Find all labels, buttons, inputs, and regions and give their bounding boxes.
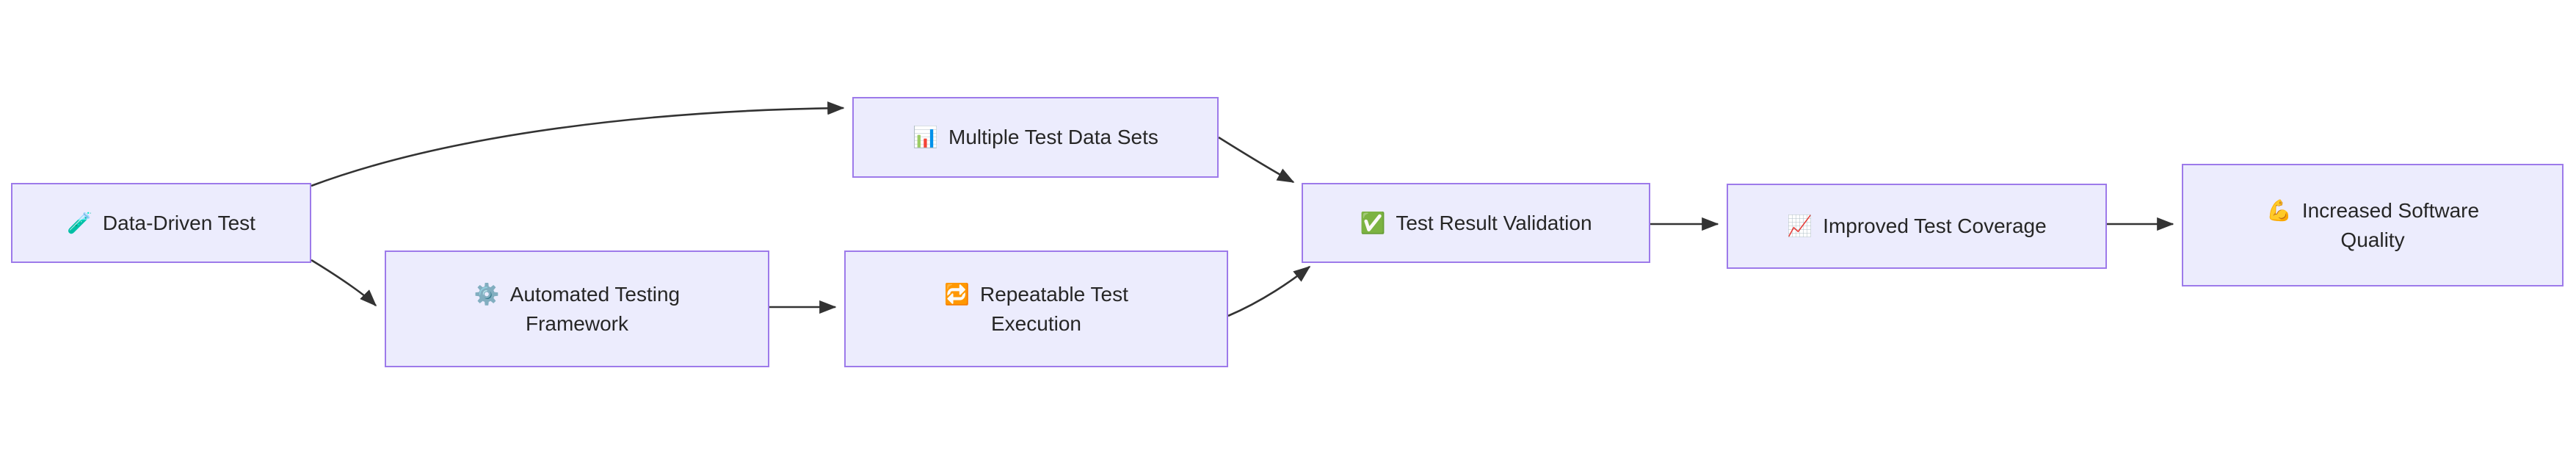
node-label-automated-testing-framework: ⚙️ Automated Testing Framework — [474, 281, 681, 335]
node-label-increased-software-quality: 💪 Increased Software Quality — [2265, 198, 2480, 251]
gear-icon: ⚙️ — [474, 281, 500, 306]
flexed-biceps-icon: 💪 — [2265, 198, 2292, 223]
edge-repeatable-test-execution-to-test-result-validation — [1227, 265, 1311, 317]
node-multiple-test-data-sets[interactable]: 📊 Multiple Test Data Sets — [852, 97, 1219, 178]
node-test-result-validation[interactable]: ✅ Test Result Validation — [1302, 183, 1650, 263]
node-increased-software-quality[interactable]: 💪 Increased Software Quality — [2182, 164, 2564, 286]
test-tube-icon: 🧪 — [67, 210, 92, 235]
node-automated-testing-framework[interactable]: ⚙️ Automated Testing Framework — [385, 250, 769, 367]
bar-chart-icon: 📊 — [913, 125, 939, 150]
node-data-driven-test[interactable]: 🧪 Data-Driven Test — [11, 183, 311, 263]
node-label-data-driven-test: 🧪 Data-Driven Test — [67, 210, 255, 235]
edge-multiple-test-data-sets-to-test-result-validation — [1218, 136, 1295, 184]
node-label-test-result-validation: ✅ Test Result Validation — [1360, 210, 1592, 235]
edge-data-driven-test-to-multiple-test-data-sets — [311, 101, 845, 187]
check-mark-button-icon: ✅ — [1360, 210, 1386, 235]
edge-data-driven-test-to-automated-testing-framework — [311, 259, 377, 307]
repeat-icon: 🔁 — [944, 281, 970, 306]
node-repeatable-test-execution[interactable]: 🔁 Repeatable Test Execution — [844, 250, 1228, 367]
node-improved-test-coverage[interactable]: 📈 Improved Test Coverage — [1727, 184, 2107, 269]
chart-increasing-icon: 📈 — [1787, 214, 1813, 239]
node-label-repeatable-test-execution: 🔁 Repeatable Test Execution — [944, 281, 1128, 335]
node-label-multiple-test-data-sets: 📊 Multiple Test Data Sets — [913, 125, 1158, 150]
node-label-improved-test-coverage: 📈 Improved Test Coverage — [1787, 214, 2047, 239]
